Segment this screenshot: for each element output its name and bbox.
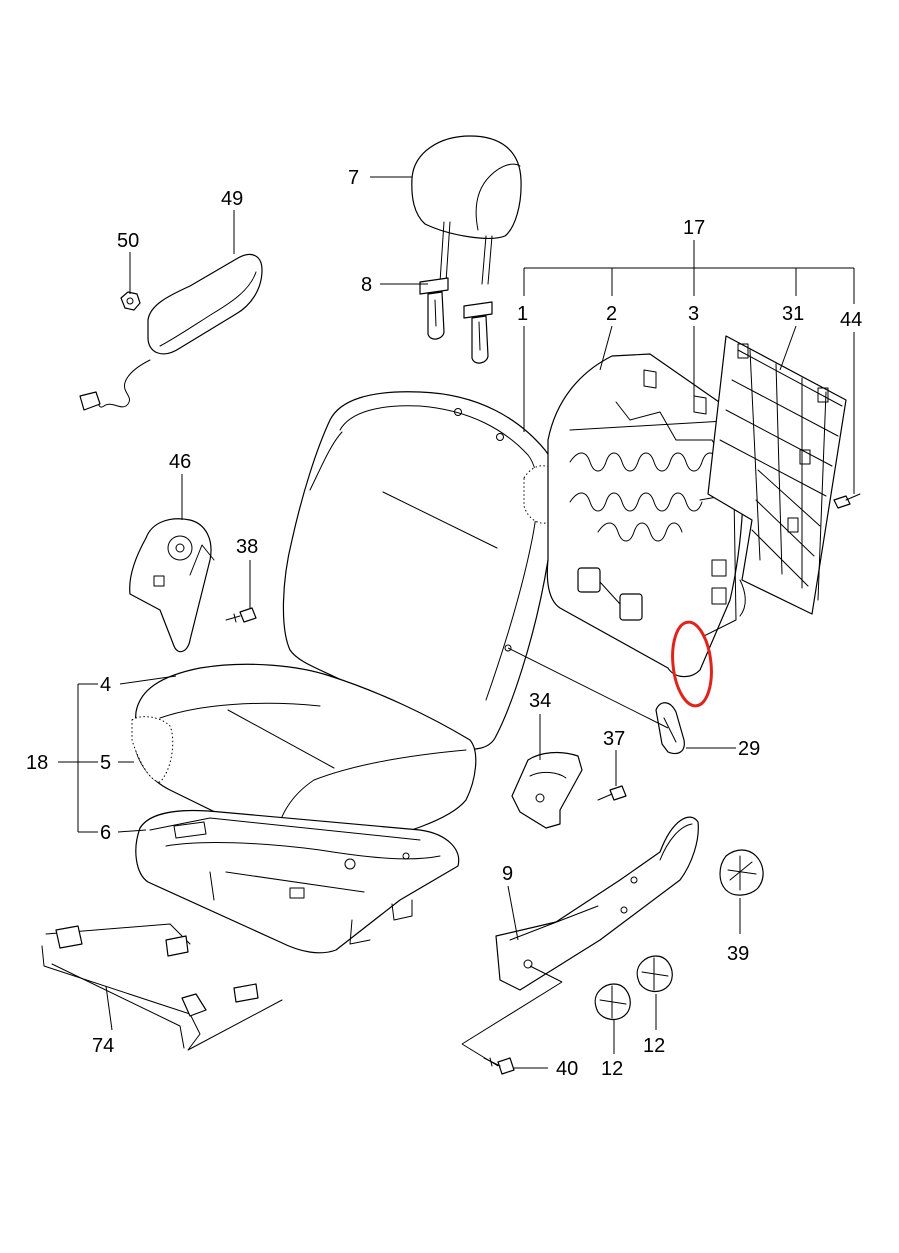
label-49: 49 (221, 188, 243, 210)
part-labels: 7 49 50 8 17 1 2 3 31 44 46 38 4 18 5 6 … (26, 167, 862, 1080)
label-31: 31 (782, 303, 804, 325)
knob-12-left[interactable] (594, 983, 631, 1021)
label-5: 5 (100, 752, 111, 774)
label-18: 18 (26, 752, 48, 774)
armrest[interactable] (79, 253, 263, 411)
label-7: 7 (348, 167, 359, 189)
label-38: 38 (236, 536, 258, 558)
recliner-cover[interactable] (129, 518, 215, 653)
label-34: 34 (529, 690, 551, 712)
back-panel[interactable] (707, 335, 847, 615)
label-17: 17 (683, 217, 705, 239)
label-40: 40 (556, 1058, 578, 1080)
headrest-guide-right[interactable] (463, 301, 493, 364)
label-6: 6 (100, 822, 111, 844)
label-74: 74 (92, 1035, 114, 1057)
recliner-handle[interactable] (655, 702, 685, 755)
label-29: 29 (738, 738, 760, 760)
label-1: 1 (517, 303, 528, 325)
seat-frame[interactable] (135, 809, 460, 954)
label-9: 9 (502, 863, 513, 885)
knob-39[interactable] (719, 849, 764, 896)
label-3: 3 (688, 303, 699, 325)
side-cover[interactable] (495, 816, 699, 991)
seat-wire-frame[interactable] (41, 923, 283, 1051)
headrest-guide-left[interactable] (419, 277, 449, 340)
label-12-left: 12 (601, 1058, 623, 1080)
label-12-right: 12 (643, 1035, 665, 1057)
bracket-34[interactable] (511, 751, 583, 829)
nut[interactable] (120, 291, 141, 311)
label-46: 46 (169, 451, 191, 473)
label-50: 50 (117, 230, 139, 252)
label-44: 44 (840, 309, 862, 331)
highlight-circle (671, 620, 713, 708)
headrest[interactable] (411, 135, 522, 285)
screw-38[interactable] (225, 607, 257, 623)
label-8: 8 (361, 274, 372, 296)
label-2: 2 (606, 303, 617, 325)
label-39: 39 (727, 943, 749, 965)
screw-37[interactable] (597, 785, 627, 801)
label-37: 37 (603, 728, 625, 750)
label-4: 4 (100, 674, 111, 696)
knob-12-right[interactable] (636, 955, 673, 993)
seat-back-frame[interactable] (546, 353, 746, 678)
screw-44[interactable] (833, 493, 861, 509)
leader-lines (58, 176, 855, 1069)
